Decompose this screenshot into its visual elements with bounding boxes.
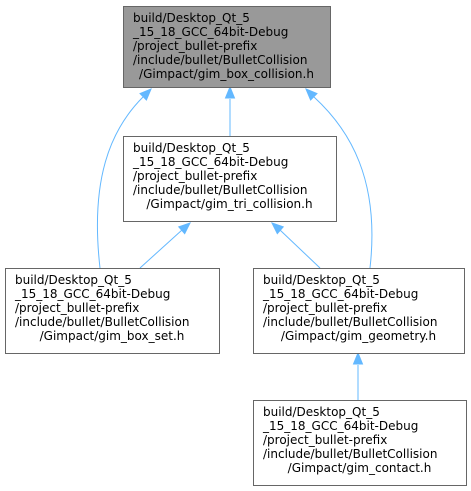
node-label-line: /Gimpact/gim_geometry.h (281, 329, 436, 343)
node-box[interactable] (253, 400, 467, 486)
node-label-line: _15_18_GCC_64bit-Debug (14, 287, 170, 301)
node-label-line: /project_bullet-prefix (263, 301, 387, 315)
node-label-line: /project_bullet-prefix (133, 169, 257, 183)
node-label-line: build/Desktop_Qt_5 (263, 273, 380, 287)
edge-gim_tri_collision-to-gim_box_collision (224, 85, 236, 136)
edges-layer (97, 85, 373, 400)
node-box[interactable] (123, 136, 337, 222)
nodes-layer: build/Desktop_Qt_5_15_18_GCC_64bit-Debug… (5, 6, 467, 486)
node-label-line: /include/bullet/BulletCollision (15, 315, 189, 329)
node-label-line: _15_18_GCC_64bit-Debug (132, 155, 288, 169)
node-gim-box-set[interactable]: build/Desktop_Qt_5_15_18_GCC_64bit-Debug… (5, 268, 220, 354)
edge-line (97, 96, 144, 269)
node-label-line: /Gimpact/gim_contact.h (288, 461, 432, 475)
node-label-line: /include/bullet/BulletCollision (133, 183, 307, 197)
edge-arrowhead (139, 88, 152, 101)
edge-gim_geometry-to-gim_tri_collision (271, 222, 321, 269)
node-box[interactable] (253, 268, 465, 354)
node-label-line: build/Desktop_Qt_5 (263, 405, 380, 419)
node-label-line: build/Desktop_Qt_5 (15, 273, 132, 287)
node-label-line: _15_18_GCC_64bit-Debug (262, 287, 418, 301)
edge-gim_geometry-to-gim_box_collision (305, 88, 373, 269)
node-label-line: /include/bullet/BulletCollision (263, 447, 437, 461)
node-label-line: _15_18_GCC_64bit-Debug (262, 419, 418, 433)
node-gim-tri-collision[interactable]: build/Desktop_Qt_5_15_18_GCC_64bit-Debug… (123, 136, 337, 222)
edge-line (279, 229, 321, 269)
node-label-line: /Gimpact/gim_tri_collision.h (146, 197, 312, 211)
node-gim-contact[interactable]: build/Desktop_Qt_5_15_18_GCC_64bit-Debug… (253, 400, 467, 486)
node-label-line: /include/bullet/BulletCollision (133, 53, 307, 67)
edge-arrowhead (224, 85, 236, 99)
node-label-line: /project_bullet-prefix (263, 433, 387, 447)
node-label-line: /Gimpact/gim_box_collision.h (139, 67, 314, 81)
edge-arrowhead (177, 222, 191, 235)
node-label-line: /include/bullet/BulletCollision (263, 315, 437, 329)
node-label-line: /project_bullet-prefix (15, 301, 139, 315)
edge-gim_box_set-to-gim_box_collision (97, 88, 152, 269)
node-label-line: build/Desktop_Qt_5 (133, 141, 250, 155)
edge-line (313, 96, 373, 269)
node-gim-box-collision[interactable]: build/Desktop_Qt_5_15_18_GCC_64bit-Debug… (123, 6, 331, 88)
edge-arrowhead (305, 88, 318, 101)
node-box[interactable] (5, 268, 220, 354)
edge-gim_contact-to-gim_geometry (352, 351, 364, 400)
node-label-line: build/Desktop_Qt_5 (133, 11, 250, 25)
edge-arrowhead (271, 222, 285, 235)
node-box[interactable] (123, 6, 331, 88)
edge-gim_box_set-to-gim_tri_collision (139, 222, 191, 269)
edge-arrowhead (352, 351, 364, 365)
node-label-line: _15_18_GCC_64bit-Debug (132, 25, 288, 39)
node-label-line: /project_bullet-prefix (133, 39, 257, 53)
node-gim-geometry[interactable]: build/Desktop_Qt_5_15_18_GCC_64bit-Debug… (253, 268, 465, 354)
edge-line (139, 229, 183, 269)
node-label-line: /Gimpact/gim_box_set.h (40, 329, 185, 343)
